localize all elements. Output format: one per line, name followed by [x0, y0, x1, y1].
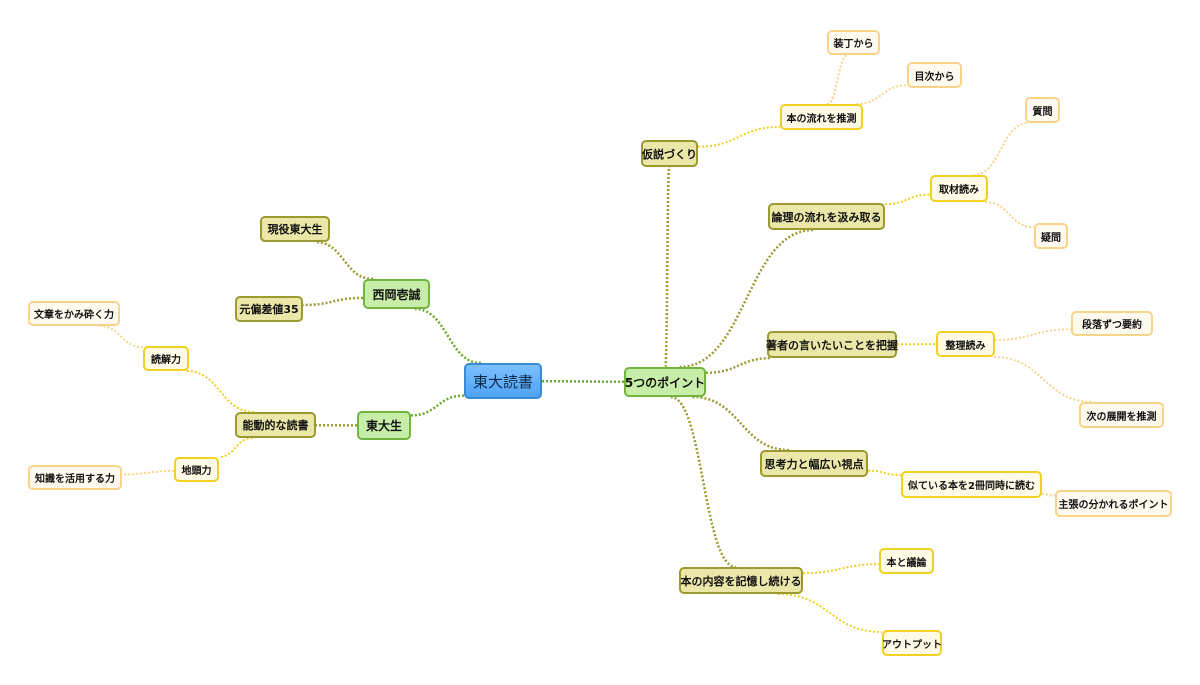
connector-shikou-niteiru	[867, 469, 902, 477]
node-chosha[interactable]: 著者の言いたいことを把握	[766, 331, 898, 358]
connector-ronri-shuzai	[884, 193, 931, 206]
connector-points-shikou	[692, 395, 790, 452]
node-shikou[interactable]: 思考力と幅広い視点	[760, 450, 868, 477]
node-output[interactable]: アウトプット	[882, 630, 942, 656]
connector-dokkai-kamikudaku	[99, 325, 144, 349]
node-shitsumon[interactable]: 質問	[1025, 97, 1060, 123]
node-gimon[interactable]: 疑問	[1034, 223, 1068, 249]
connector-points-kasetsu	[664, 165, 671, 369]
connector-noudouteki-dokkai	[186, 370, 255, 413]
connector-root-todaisei	[410, 394, 465, 417]
connector-points-kioku	[670, 395, 737, 569]
connector-kioku-output	[777, 593, 883, 634]
node-jiatama[interactable]: 地頭力	[174, 457, 219, 482]
node-giron[interactable]: 本と議論	[879, 548, 934, 574]
connector-nishioka-hensachi	[302, 296, 364, 307]
connector-nagare-soutei	[826, 54, 849, 105]
node-kasetsu[interactable]: 仮説づくり	[641, 140, 698, 167]
node-shuchou[interactable]: 主張の分かれるポイント	[1055, 490, 1172, 517]
connector-seiri-danraku	[994, 328, 1072, 341]
node-danraku[interactable]: 段落ずつ要約	[1071, 311, 1153, 336]
connector-seiri-tsugi	[994, 356, 1093, 403]
connector-jiatama-katsuyou	[121, 469, 175, 476]
connector-shuzai-shitsumon	[973, 122, 1029, 176]
node-noudouteki[interactable]: 能動的な読書	[235, 412, 316, 438]
node-nishioka[interactable]: 西岡壱誠	[363, 279, 430, 309]
connector-noudouteki-jiatama	[218, 437, 253, 458]
connector-points-ronri	[679, 228, 814, 369]
connector-kasetsu-nagare	[697, 125, 781, 148]
node-dokkai[interactable]: 読解力	[143, 346, 189, 371]
connector-kioku-giron	[802, 563, 880, 575]
connector-nishioka-genyaku	[315, 240, 374, 281]
connector-nagare-mokuji	[856, 84, 908, 105]
connector-root-points	[541, 379, 625, 383]
root-node[interactable]: 東大読書	[464, 363, 542, 399]
node-kamikudaku[interactable]: 文章をかみ砕く力	[28, 301, 120, 326]
node-seiri[interactable]: 整理読み	[936, 331, 995, 357]
node-shuzai[interactable]: 取材読み	[930, 175, 988, 202]
node-katsuyou[interactable]: 知識を活用する力	[28, 465, 122, 490]
connector-root-nishioka	[414, 307, 482, 365]
node-tsugi[interactable]: 次の展開を推測	[1079, 402, 1164, 428]
node-kioku[interactable]: 本の内容を記憶し続ける	[679, 567, 803, 594]
node-soutei[interactable]: 装丁から	[827, 30, 880, 55]
node-genyaku[interactable]: 現役東大生	[260, 216, 330, 242]
node-ronri[interactable]: 論理の流れを汲み取る	[768, 203, 885, 230]
connector-niteiru-shuchou	[1041, 492, 1056, 497]
node-nagare[interactable]: 本の流れを推測	[780, 104, 863, 130]
node-mokuji[interactable]: 目次から	[907, 62, 962, 88]
node-niteiru[interactable]: 似ている本を2冊同時に読む	[901, 471, 1042, 498]
connector-points-chosha	[705, 356, 772, 375]
node-hensachi[interactable]: 元偏差値35	[235, 296, 303, 322]
connector-shuzai-gimon	[985, 201, 1035, 229]
node-todaisei[interactable]: 東大生	[357, 411, 411, 440]
node-points[interactable]: 5つのポイント	[624, 367, 706, 397]
